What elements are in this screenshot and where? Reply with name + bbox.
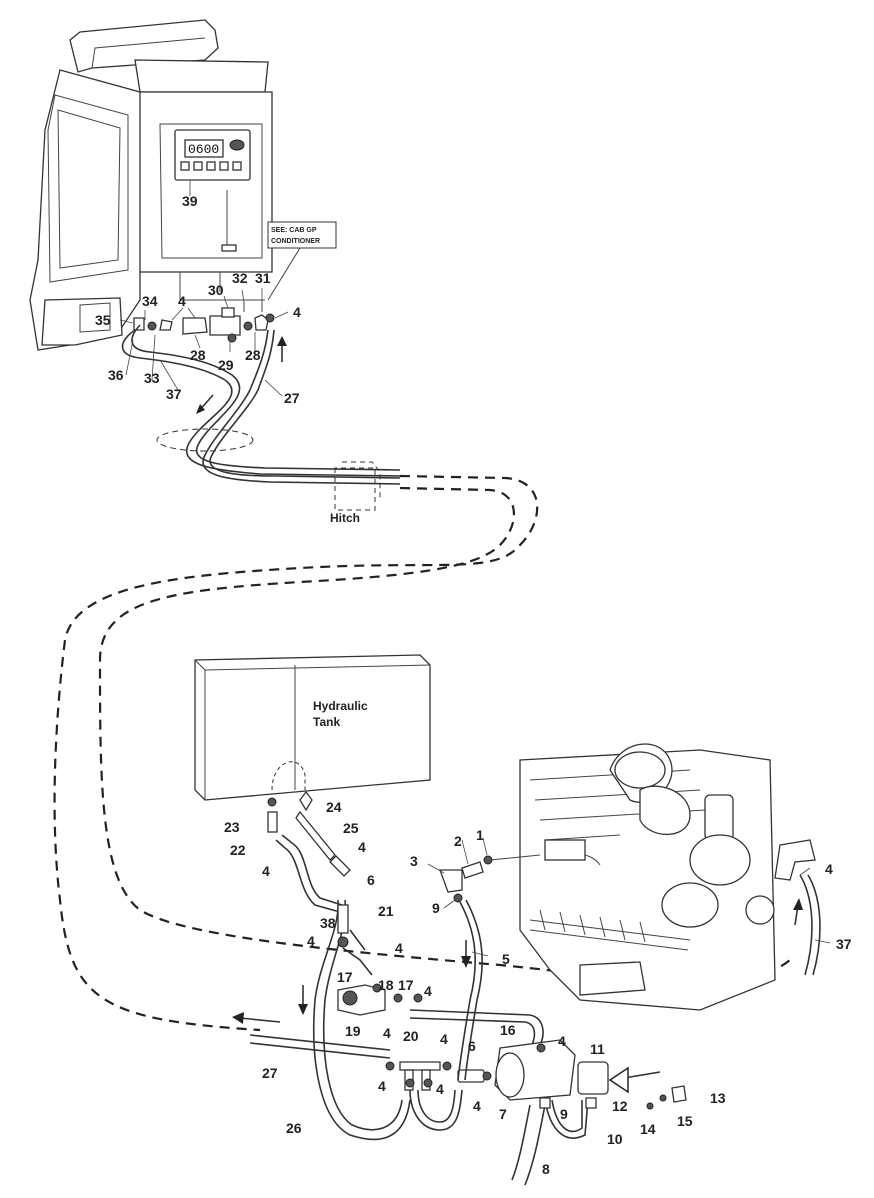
callout-4-b: 4 — [293, 304, 301, 320]
cab-illustration: 0600 — [29, 19, 273, 351]
callout-27-a: 27 — [284, 390, 300, 406]
callout-4-f: 4 — [307, 933, 315, 949]
callout-4-d: 4 — [825, 861, 833, 877]
callout-9-a: 9 — [432, 900, 440, 916]
display-readout: 0600 — [188, 142, 219, 157]
hitch: Hitch — [330, 461, 381, 525]
callout-33: 33 — [144, 370, 160, 386]
callout-12: 12 — [612, 1098, 628, 1114]
tank-label-line1: Hydraulic — [313, 699, 368, 713]
callout-38: 38 — [320, 915, 336, 931]
callout-37-a: 37 — [166, 386, 182, 402]
callout-4-i: 4 — [383, 1025, 391, 1041]
callout-3: 3 — [410, 853, 418, 869]
callout-21: 21 — [378, 903, 394, 919]
callout-4-e: 4 — [262, 863, 270, 879]
callout-28-b: 28 — [245, 347, 261, 363]
callout-4-j: 4 — [440, 1031, 448, 1047]
callout-17-b: 17 — [398, 977, 414, 993]
callout-9-b: 9 — [560, 1106, 568, 1122]
tank-hoses — [232, 790, 544, 1141]
callout-4-n: 4 — [473, 1098, 481, 1114]
callout-4-c: 4 — [358, 839, 366, 855]
callout-22: 22 — [230, 842, 246, 858]
callout-19: 19 — [345, 1023, 361, 1039]
callout-39: 39 — [182, 193, 198, 209]
engine-supply-fittings — [439, 854, 541, 1081]
engine-illustration — [519, 743, 816, 1011]
callout-27-b: 27 — [262, 1065, 278, 1081]
callout-24: 24 — [326, 799, 342, 815]
callout-34: 34 — [142, 293, 158, 309]
tank-label-line2: Tank — [313, 715, 340, 729]
cab-fittings — [133, 300, 275, 343]
see-note-line1: SEE: CAB GP — [271, 227, 317, 234]
dashed-hose-routing — [53, 474, 791, 1032]
callout-20: 20 — [403, 1028, 419, 1044]
callout-4-h: 4 — [424, 983, 432, 999]
see-cab-note: SEE: CAB GP CONDITIONER — [267, 221, 337, 301]
callout-4-a: 4 — [178, 293, 186, 309]
callout-28-a: 28 — [190, 347, 206, 363]
callout-4-l: 4 — [378, 1078, 386, 1094]
callout-36: 36 — [108, 367, 124, 383]
callout-4-m: 4 — [436, 1081, 444, 1097]
callout-2: 2 — [454, 833, 462, 849]
callout-16: 16 — [500, 1022, 516, 1038]
callout-32: 32 — [232, 270, 248, 286]
engine-return-hose — [793, 874, 821, 976]
see-note-line2: CONDITIONER — [271, 238, 320, 245]
callout-11: 11 — [590, 1041, 605, 1057]
callout-35: 35 — [95, 312, 111, 328]
heater-unit — [494, 1039, 687, 1186]
callout-17-a: 17 — [337, 969, 353, 985]
callout-31: 31 — [255, 270, 271, 286]
callout-10: 10 — [607, 1131, 623, 1147]
callout-37-b: 37 — [836, 936, 852, 952]
hitch-label: Hitch — [330, 511, 360, 525]
callout-6-b: 6 — [468, 1038, 476, 1054]
callouts: 39 32 31 30 34 4 4 35 28 28 29 36 33 37 … — [95, 193, 852, 1177]
callout-1: 1 — [476, 827, 484, 843]
callout-15: 15 — [677, 1113, 693, 1129]
cab-hoses — [121, 324, 401, 485]
callout-7: 7 — [499, 1106, 507, 1122]
callout-6-a: 6 — [367, 872, 375, 888]
callout-8: 8 — [542, 1161, 550, 1177]
callout-4-k: 4 — [558, 1033, 566, 1049]
callout-29: 29 — [218, 357, 234, 373]
callout-4-g: 4 — [395, 940, 403, 956]
callout-18: 18 — [378, 977, 394, 993]
callout-30: 30 — [208, 282, 224, 298]
callout-14: 14 — [640, 1121, 656, 1137]
callout-25: 25 — [343, 820, 359, 836]
callout-23: 23 — [224, 819, 240, 835]
callout-5: 5 — [502, 951, 510, 967]
callout-26: 26 — [286, 1120, 302, 1136]
hydraulic-tank: Hydraulic Tank — [194, 654, 431, 801]
callout-13: 13 — [710, 1090, 726, 1106]
leader-lines — [119, 180, 831, 957]
